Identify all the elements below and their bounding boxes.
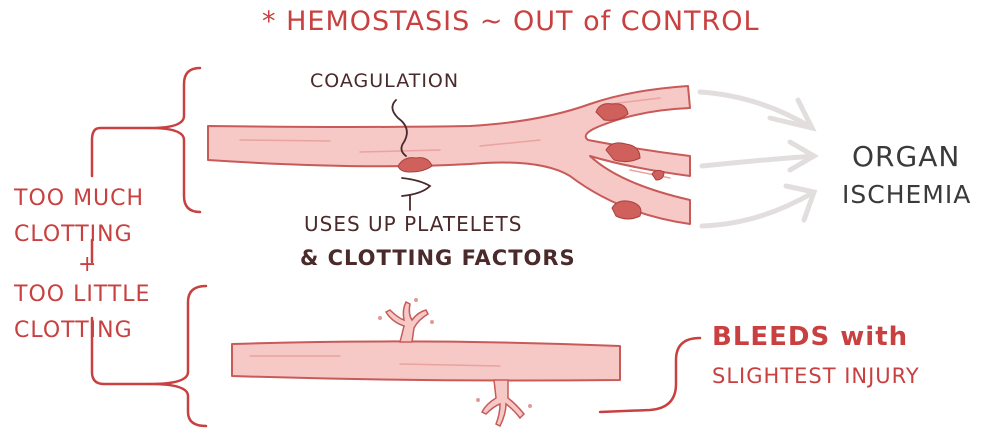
bleed-bottom — [482, 380, 524, 426]
label-too-little: TOO LITTLE — [14, 282, 150, 307]
label-clotting-2: CLOTTING — [14, 318, 133, 343]
clot-branch-3 — [652, 170, 664, 180]
clot-branch-4 — [612, 201, 641, 219]
title-star: * — [262, 6, 277, 37]
label-ischemia: ISCHEMIA — [842, 180, 971, 209]
uses-up-pointer — [402, 178, 430, 210]
top-bracket — [150, 68, 200, 212]
label-clotting-1: CLOTTING — [14, 222, 133, 247]
label-clotting-factors: & CLOTTING FACTORS — [300, 246, 576, 270]
bleed-top — [386, 302, 428, 342]
bottom-vessel — [232, 298, 620, 426]
label-coagulation: COAGULATION — [310, 70, 459, 92]
label-slightest-injury: SLIGHTEST INJURY — [712, 364, 920, 388]
bottom-bracket — [150, 286, 206, 426]
title-text: HEMOSTASIS ~ OUT of CONTROL — [286, 6, 760, 37]
clot-trunk — [398, 158, 432, 172]
label-too-much: TOO MUCH — [14, 186, 144, 211]
label-plus: + — [78, 252, 97, 277]
label-organ: ORGAN — [852, 140, 960, 173]
flow-arrows — [700, 92, 814, 226]
label-uses-up-platelets: USES UP PLATELETS — [304, 212, 522, 236]
label-bleeds-with: BLEEDS with — [712, 322, 908, 352]
page-title: * HEMOSTASIS ~ OUT of CONTROL — [262, 6, 760, 37]
